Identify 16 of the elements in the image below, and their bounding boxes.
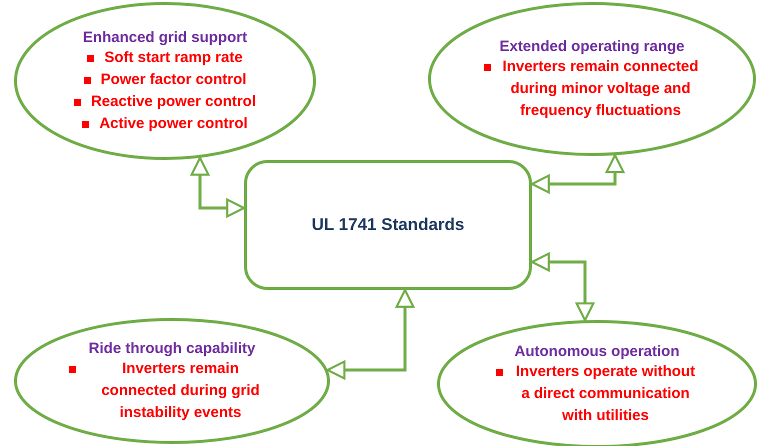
bullet-text: Reactive power control [90,92,256,112]
bullet-text: Active power control [99,114,248,134]
node-title: Enhanced grid support [82,28,248,46]
bullet-text: Inverters remain connected during grid instability events [100,358,261,422]
node-title: Autonomous operation [514,342,680,360]
double-arrow [326,288,414,380]
bullet-text: Power factor control [100,70,246,90]
bullet-text: Soft start ramp rate [104,48,243,68]
double-arrow [190,156,246,218]
node-title: Extended operating range [499,36,685,56]
double-arrow [530,252,594,322]
double-arrow [530,154,624,194]
node-title: UL 1741 Standards [312,215,464,235]
node-title: Ride through capability [88,338,256,358]
bullet-text: Inverters remain connected during minor voltage and frequency fluctuations [502,56,700,120]
bullet-text: Inverters operate without a direct communication with utilities [514,362,696,426]
